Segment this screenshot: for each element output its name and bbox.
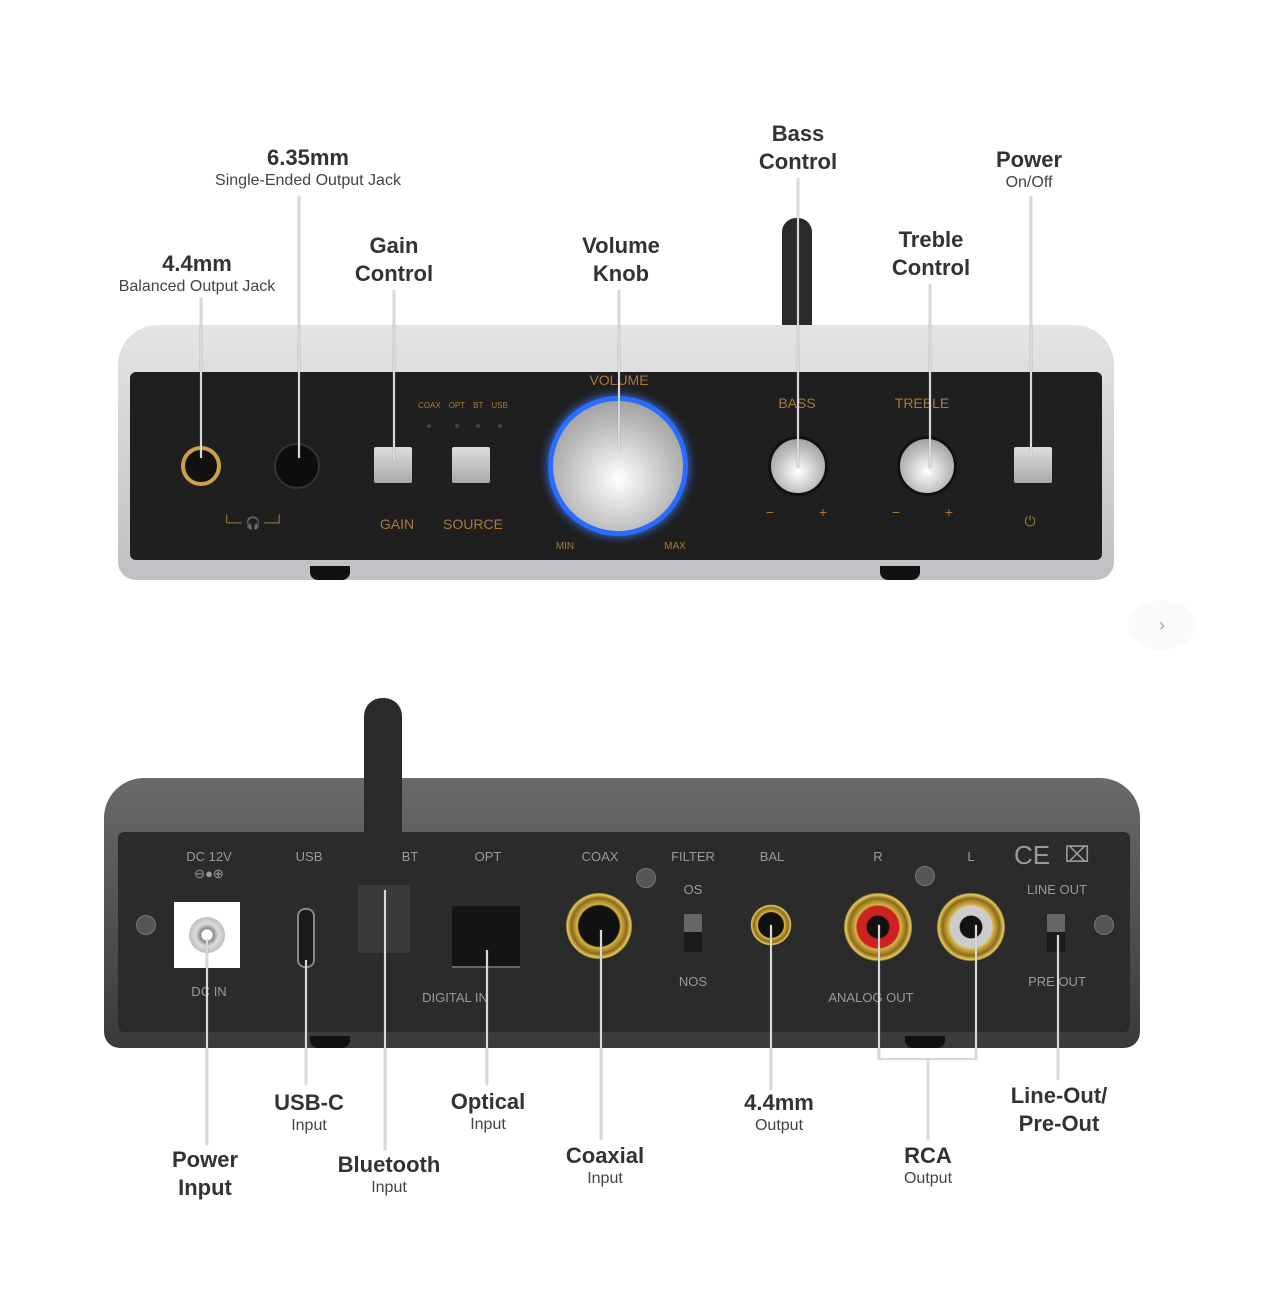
- screw: [1094, 915, 1114, 935]
- l-label: L: [967, 849, 975, 864]
- dc12v-label: DC 12V: [186, 849, 232, 864]
- volume-min: MIN: [555, 541, 575, 552]
- bass-minus: −: [765, 504, 775, 520]
- filter-switch[interactable]: [684, 914, 702, 952]
- single-ended-jack[interactable]: [274, 443, 320, 489]
- callout-line-pre-out: Line-Out/Pre-Out: [1010, 1083, 1108, 1136]
- back-foot: [310, 1036, 350, 1048]
- dc-in-label: DC IN: [191, 984, 227, 999]
- screw: [915, 866, 935, 886]
- digital-in-label: DIGITAL IN: [414, 990, 496, 1005]
- ce-mark: CE: [1013, 840, 1051, 870]
- analog-out-label: ANALOG OUT: [820, 990, 922, 1005]
- line-out-label: LINE OUT: [1027, 882, 1087, 897]
- dc-polarity-symbol: ⊖●⊕: [194, 866, 224, 881]
- power-button[interactable]: [1014, 447, 1052, 483]
- rca-left-port[interactable]: [936, 892, 1006, 962]
- back-foot: [905, 1036, 945, 1048]
- os-label: OS: [683, 882, 703, 897]
- treble-label: TREBLE: [894, 395, 950, 411]
- filter-label: FILTER: [671, 849, 715, 864]
- treble-plus: +: [944, 504, 954, 520]
- r-label: R: [873, 849, 883, 864]
- opt-label: OPT: [474, 849, 502, 864]
- treble-minus: −: [891, 504, 901, 520]
- headphone-symbol: └─ 🎧 ─┘: [221, 514, 285, 530]
- front-foot: [880, 566, 920, 580]
- coaxial-port[interactable]: [565, 892, 633, 960]
- bt-label: BT: [401, 849, 419, 864]
- coax-label: COAX: [581, 849, 619, 864]
- source-leds: COAX OPT BT USB: [418, 401, 508, 428]
- weee-icon: ⌧: [1064, 842, 1090, 867]
- bass-plus: +: [818, 504, 828, 520]
- gain-label: GAIN: [379, 516, 415, 532]
- volume-max: MAX: [664, 541, 686, 552]
- screw: [636, 868, 656, 888]
- usb-c-port[interactable]: [297, 908, 315, 968]
- bluetooth-antenna[interactable]: [364, 698, 402, 888]
- front-foot: [310, 566, 350, 580]
- source-label: SOURCE: [443, 516, 503, 532]
- usb-label: USB: [295, 849, 323, 864]
- bal-label: BAL: [759, 849, 785, 864]
- power-symbol: ⏻: [1024, 513, 1036, 529]
- source-button[interactable]: [452, 447, 490, 483]
- screw: [136, 915, 156, 935]
- nos-label: NOS: [678, 974, 708, 989]
- next-arrow-button[interactable]: ›: [1128, 600, 1196, 650]
- line-pre-switch[interactable]: [1047, 914, 1065, 952]
- treble-knob[interactable]: [897, 436, 957, 496]
